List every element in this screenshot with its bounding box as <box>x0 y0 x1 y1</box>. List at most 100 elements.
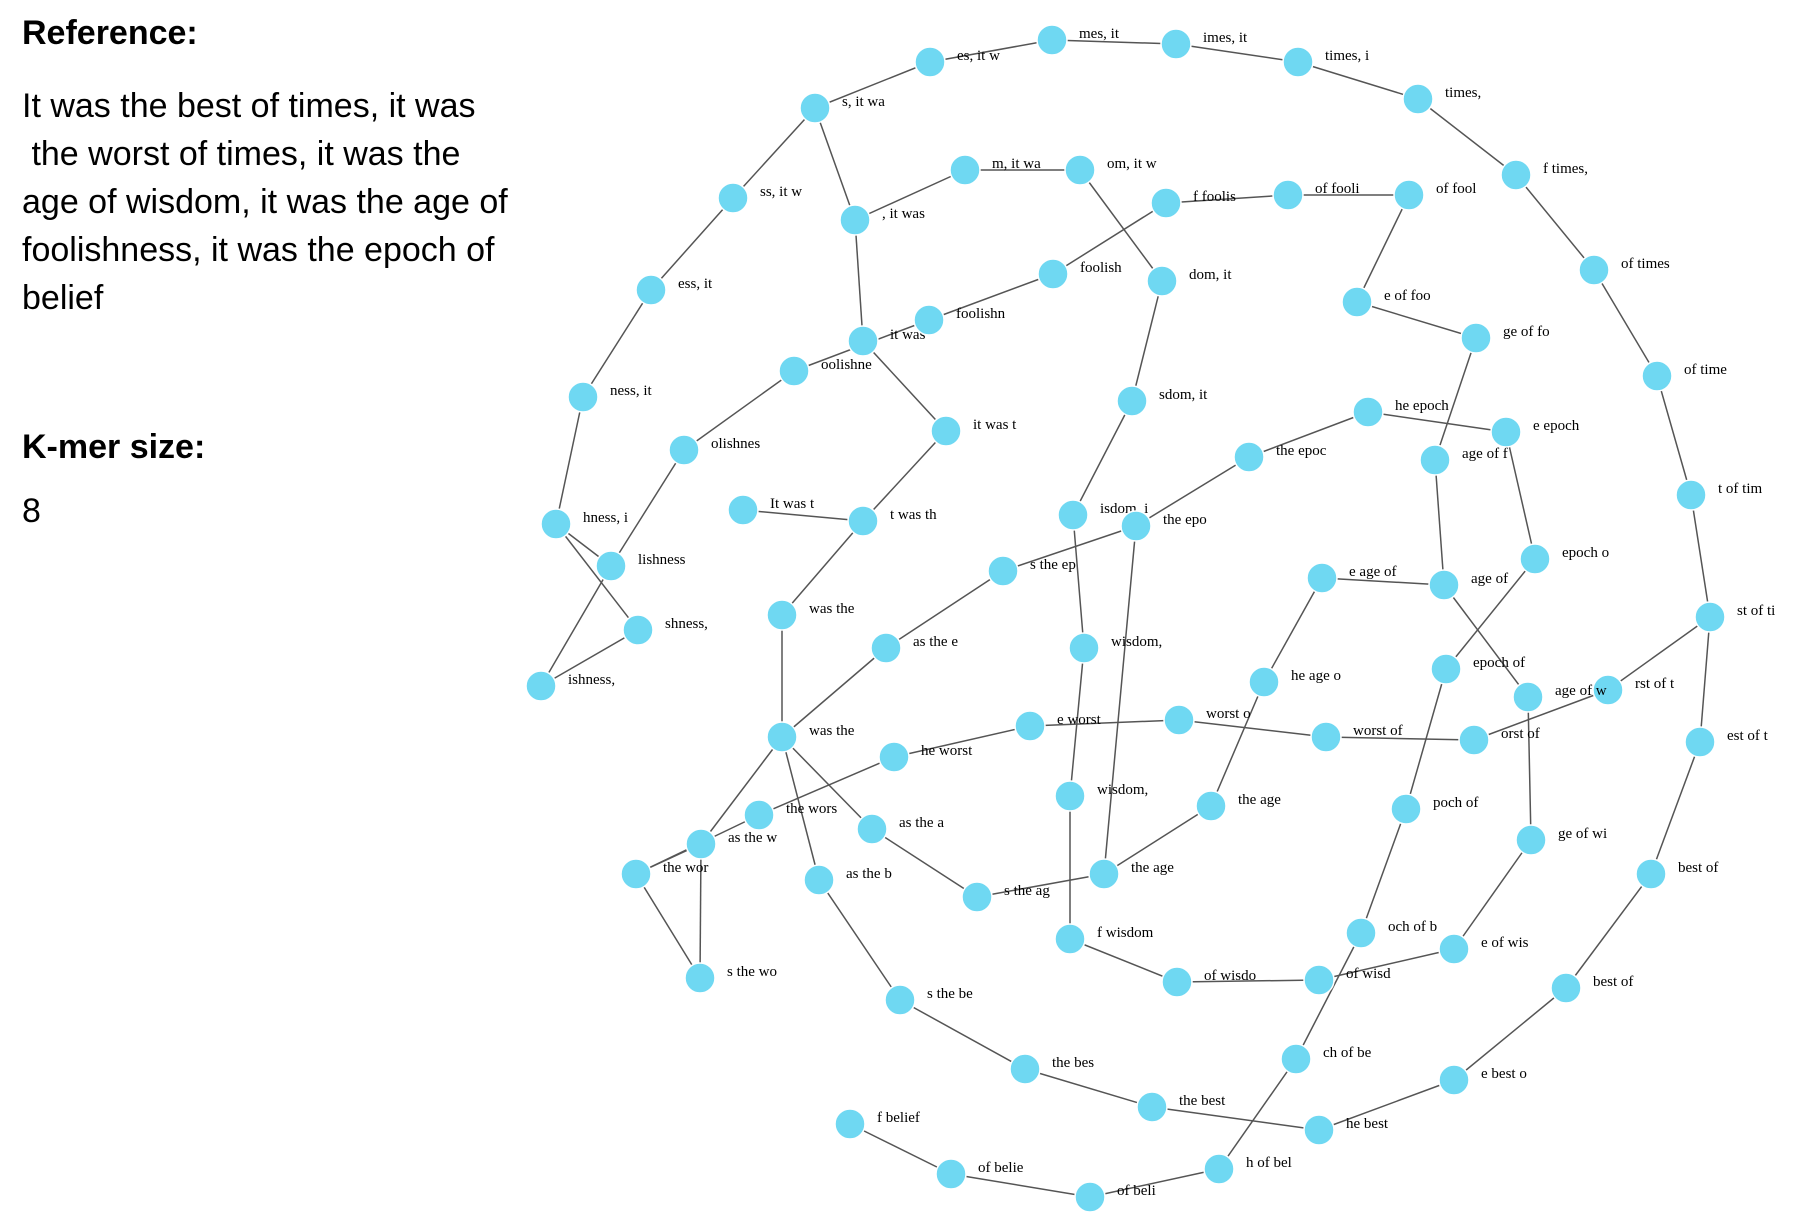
kmer-node-circle <box>1160 28 1192 60</box>
graph-edge <box>1069 938 1178 983</box>
kmer-node: oolishne <box>778 355 872 387</box>
kmer-node: the age <box>1195 790 1281 822</box>
kmer-node: rst of t <box>1592 674 1675 706</box>
kmer-node: , it was <box>839 204 925 236</box>
kmer-node-circle <box>1054 780 1086 812</box>
graph-edge <box>1052 202 1167 275</box>
kmer-node: epoch of <box>1430 653 1525 685</box>
kmer-value: 8 <box>22 492 41 530</box>
kmer-node-circle <box>1074 1181 1106 1213</box>
kmer-node: of fool <box>1393 179 1476 211</box>
kmer-node-circle <box>1345 917 1377 949</box>
kmer-node: best of <box>1635 858 1718 890</box>
kmer-node-label: ge of fo <box>1503 324 1550 340</box>
kmer-node: was the <box>766 599 855 631</box>
kmer-node-label: dom, it <box>1189 267 1232 283</box>
kmer-node-label: imes, it <box>1203 30 1248 46</box>
kmer-node-circle <box>834 1108 866 1140</box>
kmer-node-label: of belie <box>978 1160 1024 1176</box>
kmer-node-label: he best <box>1346 1116 1389 1132</box>
kmer-node-circle <box>684 962 716 994</box>
kmer-node-circle <box>1248 666 1280 698</box>
kmer-node: epoch o <box>1519 543 1609 575</box>
kmer-node-circle <box>1150 187 1182 219</box>
kmer-node: worst o <box>1163 704 1251 736</box>
kmer-node-label: oolishne <box>821 357 872 373</box>
kmer-node-circle <box>1393 179 1425 211</box>
graph-edge <box>1295 932 1362 1060</box>
graph-edge <box>862 430 947 522</box>
kmer-node-circle <box>1438 1064 1470 1096</box>
kmer-node-label: as the b <box>846 866 892 882</box>
graph-edge <box>1360 808 1407 934</box>
kmer-node-label: of fooli <box>1315 181 1360 197</box>
kmer-node-label: he age o <box>1291 668 1341 684</box>
kmer-node-label: olishnes <box>711 436 760 452</box>
kmer-node-circle <box>595 550 627 582</box>
kmer-node-label: ch of be <box>1323 1045 1372 1061</box>
kmer-node-label: ness, it <box>610 383 653 399</box>
graph-edge <box>1072 514 1085 649</box>
graph-edge <box>582 289 652 398</box>
kmer-node: of belie <box>935 1158 1024 1190</box>
kmer-node: h of bel <box>1203 1153 1292 1185</box>
kmer-node: of times <box>1578 254 1670 286</box>
graph-edge <box>700 736 783 845</box>
graph-edge <box>950 1173 1091 1198</box>
kmer-node-circle <box>1458 724 1490 756</box>
graph-edge <box>1453 839 1532 950</box>
graph-edge <box>1656 375 1692 496</box>
kmer-node-circle <box>1675 479 1707 511</box>
kmer-node-label: the wor <box>663 860 708 876</box>
kmer-node: f foolis <box>1150 187 1236 219</box>
kmer-node-circle <box>1402 83 1434 115</box>
kmer-node-label: as the w <box>728 830 777 846</box>
kmer-node-circle <box>1390 793 1422 825</box>
graph-edge <box>1699 616 1711 743</box>
kmer-node-circle <box>525 670 557 702</box>
kmer-node-circle <box>803 864 835 896</box>
graph-edge <box>1356 194 1410 303</box>
kmer-node-circle <box>870 632 902 664</box>
kmer-node-label: worst o <box>1206 706 1251 722</box>
kmer-node: e epoch <box>1490 416 1580 448</box>
kmer-node-label: och of b <box>1388 919 1437 935</box>
kmer-node-label: foolish <box>1080 260 1122 276</box>
kmer-node-circle <box>839 204 871 236</box>
kmer-node-circle <box>987 555 1019 587</box>
kmer-node-circle <box>799 92 831 124</box>
kmer-node: the wor <box>620 858 708 890</box>
kmer-node: s the ep <box>987 555 1076 587</box>
graph-edge <box>814 107 856 221</box>
graph-edge <box>742 509 864 522</box>
kmer-node-circle <box>1014 710 1046 742</box>
kmer-node-label: it was <box>890 327 926 343</box>
kmer-node-circle <box>949 154 981 186</box>
kmer-node: as the e <box>870 632 958 664</box>
kmer-node-label: epoch of <box>1473 655 1525 671</box>
kmer-node: the wors <box>743 799 837 831</box>
graph-edge <box>1593 269 1658 377</box>
graph-edge <box>781 647 887 738</box>
graph-edge <box>1318 1079 1455 1131</box>
kmer-node: was the <box>766 721 855 753</box>
kmer-node: olishnes <box>668 434 760 466</box>
kmer-node: wisdom, <box>1054 780 1148 812</box>
kmer-node-circle <box>1512 681 1544 713</box>
graph-edge <box>1505 431 1536 560</box>
kmer-node-label: e of foo <box>1384 288 1431 304</box>
kmer-node-label: the age <box>1131 860 1174 876</box>
kmer-node-label: e best o <box>1481 1066 1527 1082</box>
kmer-node-circle <box>1352 396 1384 428</box>
kmer-node-circle <box>1120 510 1152 542</box>
kmer-node-circle <box>856 813 888 845</box>
kmer-node-label: wisdom, <box>1111 634 1162 650</box>
kmer-node: s, it wa <box>799 92 885 124</box>
graph-edge <box>1024 1068 1153 1108</box>
kmer-node-label: age of <box>1471 571 1508 587</box>
kmer-node: ishness, <box>525 670 615 702</box>
graph-edge <box>699 843 702 979</box>
graph-edge <box>1443 584 1529 698</box>
kmer-node-label: the best <box>1179 1093 1226 1109</box>
